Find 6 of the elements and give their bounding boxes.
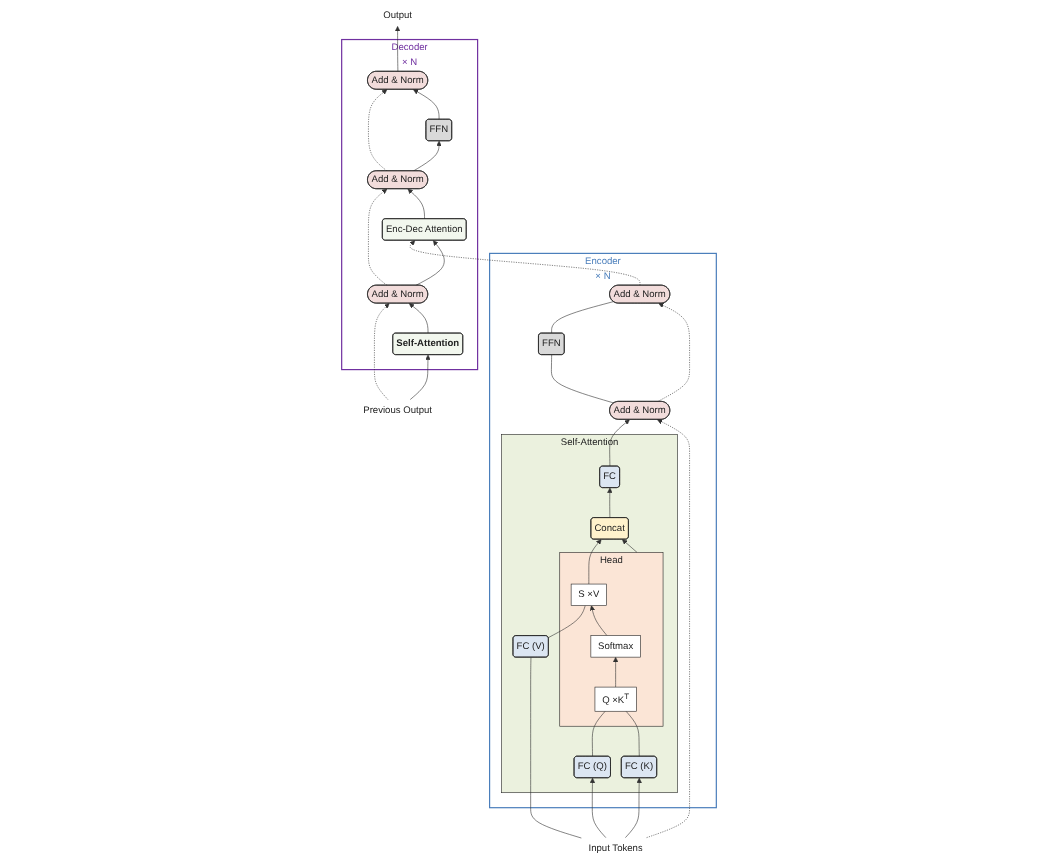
connector bbox=[625, 710, 640, 757]
connector bbox=[530, 657, 582, 839]
connector bbox=[592, 710, 606, 757]
connector bbox=[551, 301, 614, 334]
connector bbox=[548, 605, 586, 638]
connector bbox=[551, 354, 615, 404]
